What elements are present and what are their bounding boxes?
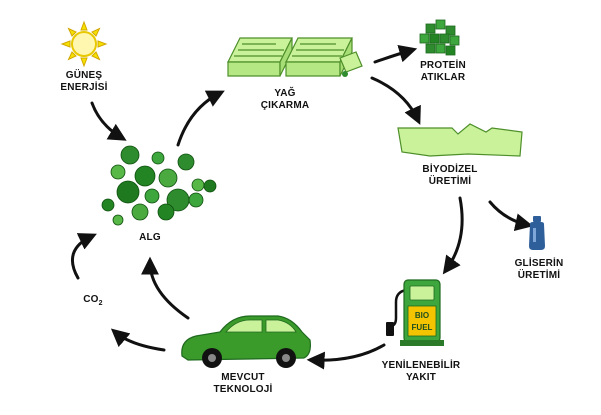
arrow-car-to-algae <box>141 256 190 320</box>
biodiesel-slab-icon <box>397 123 523 157</box>
pump-text-bio: BIO <box>415 311 429 320</box>
protein-cubes-icon <box>419 19 460 56</box>
label-car-line-1: MEVCUT <box>221 372 265 383</box>
sun-icon <box>60 20 108 68</box>
label-biodiesel-line-1: BİYODİZEL <box>422 164 478 175</box>
label-biodiesel: BİYODİZEL ÜRETİMİ <box>410 164 490 188</box>
oil-press-icon <box>227 37 363 77</box>
label-algae: ALG <box>130 232 170 244</box>
label-protein-line-2: ATIKLAR <box>420 72 466 83</box>
label-renewable-fuel: YENİLENEBİLİR YAKIT <box>366 360 476 384</box>
label-oil-extraction-line-1: YAĞ <box>274 88 296 99</box>
label-glycerin-line-1: GLİSERİN <box>514 258 564 269</box>
pump-text-fuel: FUEL <box>412 323 433 332</box>
label-protein-line-1: PROTEİN <box>420 60 466 71</box>
label-oil-extraction: YAĞ ÇIKARMA <box>250 88 320 112</box>
arrow-car-to-co2 <box>110 328 166 352</box>
arrow-extraction-to-protein <box>373 44 418 64</box>
fuel-pump-icon: BIO FUEL <box>386 279 444 346</box>
label-co2-base: CO <box>83 294 99 305</box>
arrow-extraction-to-biodiesel <box>370 76 421 125</box>
label-co2: CO2 <box>78 294 108 310</box>
arrow-algae-to-extraction <box>176 90 225 147</box>
label-algae-line-1: ALG <box>139 232 161 243</box>
arrow-co2-to-algae <box>70 233 97 280</box>
label-fuel-line-1: YENİLENEBİLİR <box>381 360 461 371</box>
arrow-biodiesel-to-fuel <box>442 196 464 275</box>
arrow-biodiesel-to-glycerin <box>488 200 534 232</box>
algae-cluster-icon <box>101 145 217 226</box>
label-biodiesel-line-2: ÜRETİMİ <box>428 176 472 187</box>
label-co2-subscript: 2 <box>98 300 103 307</box>
cycle-arrows <box>70 44 534 370</box>
label-current-technology: MEVCUT TEKNOLOJİ <box>198 372 288 396</box>
label-glycerin-line-2: ÜRETİMİ <box>517 270 561 281</box>
glycerin-bottle-icon <box>529 216 545 250</box>
label-oil-extraction-line-2: ÇIKARMA <box>260 100 310 111</box>
label-glycerin: GLİSERİN ÜRETİMİ <box>504 258 574 282</box>
label-protein-waste: PROTEİN ATIKLAR <box>408 60 478 84</box>
arrow-sun-to-algae <box>90 101 127 141</box>
label-sun-line-2: ENERJİSİ <box>60 82 108 93</box>
label-sun-energy: GÜNEŞ ENERJİSİ <box>50 70 118 94</box>
arrow-fuel-to-car <box>306 343 386 370</box>
label-fuel-line-2: YAKIT <box>405 372 437 383</box>
car-icon <box>181 315 311 368</box>
label-sun-line-1: GÜNEŞ <box>65 70 103 81</box>
label-car-line-2: TEKNOLOJİ <box>213 384 273 395</box>
